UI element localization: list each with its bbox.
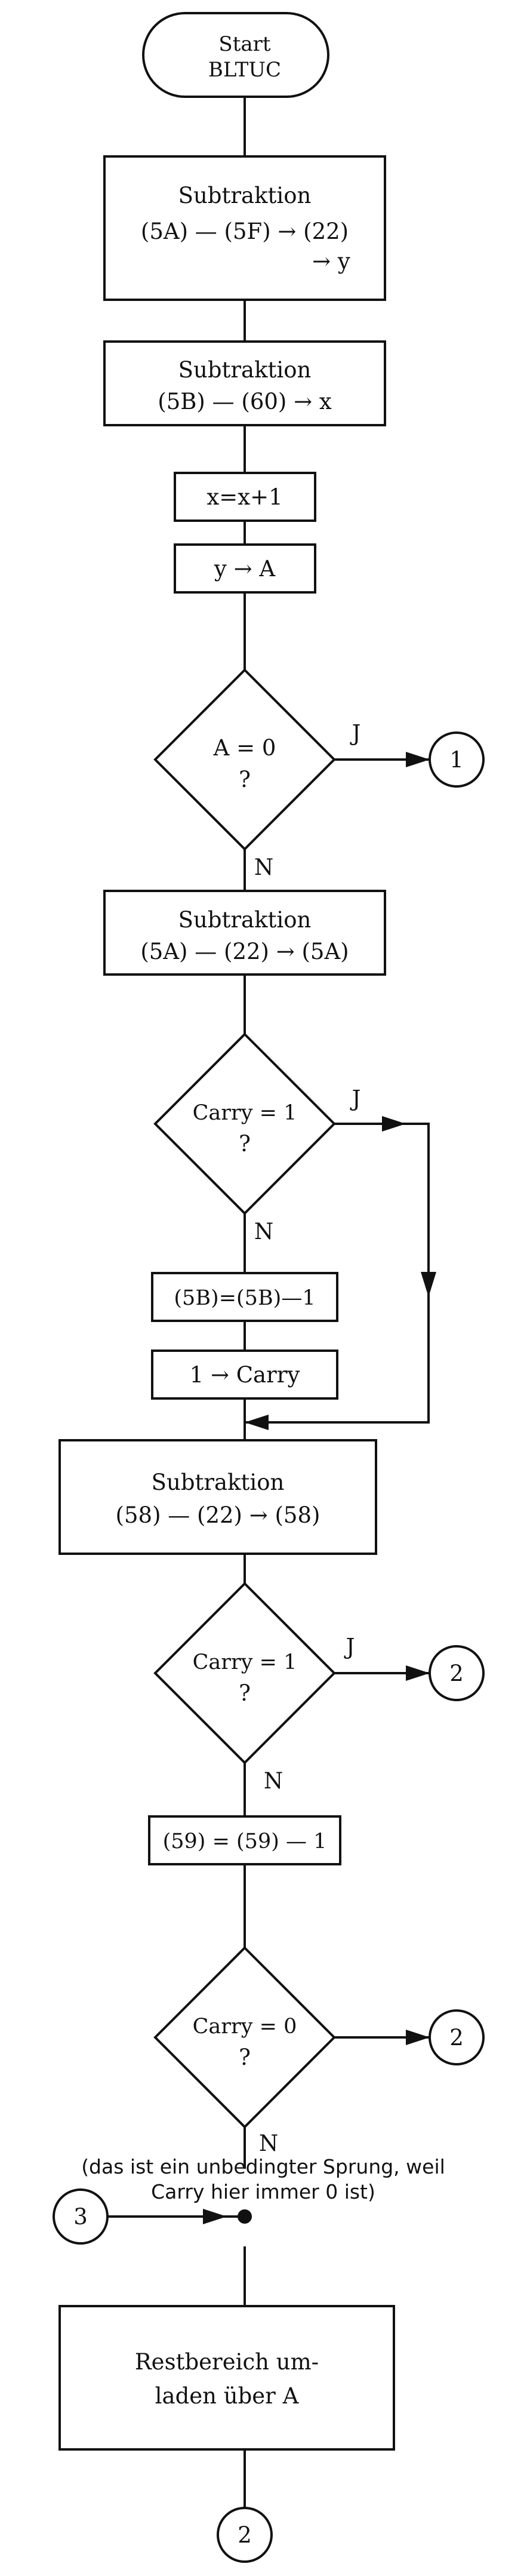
decision-1: A = 0 ? J N — [153, 668, 361, 880]
note-line1: (das ist ein unbedingter Sprung, weil — [81, 2155, 445, 2178]
box10-line2: laden über A — [155, 2383, 300, 2409]
connector-3: 3 — [53, 2188, 109, 2245]
connector-2c-label: 2 — [238, 2522, 252, 2548]
start-label-line1: Start — [218, 32, 270, 56]
arrowhead-connector3 — [203, 2209, 227, 2224]
arrowheads — [203, 752, 436, 2224]
decision1-yes-label: J — [350, 720, 361, 746]
note: (das ist ein unbedingter Sprung, weil Ca… — [81, 2155, 445, 2203]
connector-3-label: 3 — [73, 2204, 88, 2230]
decision-4: Carry = 0 ? N — [153, 1946, 336, 2156]
connector-2b: 2 — [429, 2009, 485, 2065]
arrowhead-bypass-merge — [245, 1415, 269, 1430]
process-box-5: Subtraktion (5A) — (22) → (5A) — [103, 890, 386, 976]
decision1-line2: ? — [239, 767, 251, 792]
box8-line1: Subtraktion — [152, 1470, 285, 1495]
box9-line1: (59) = (59) — 1 — [163, 1830, 327, 1853]
arrowhead-bypass-down — [421, 1272, 436, 1297]
box2-line2: (5B) — (60) → x — [158, 389, 332, 414]
decision-2: Carry = 1 ? J N — [153, 1032, 361, 1244]
decision4-line1: Carry = 0 — [193, 2015, 297, 2039]
decision3-yes-label: J — [344, 1634, 355, 1659]
box2-line1: Subtraktion — [178, 357, 312, 383]
connector-2b-label: 2 — [449, 2025, 464, 2051]
decision-3: Carry = 1 ? J N — [153, 1582, 355, 1794]
arrowhead-decision2-yes — [382, 1116, 406, 1132]
box8-line2: (58) — (22) → (58) — [116, 1502, 320, 1528]
decision4-line2: ? — [239, 2045, 251, 2070]
process-box-6: (5B)=(5B)—1 — [151, 1272, 338, 1322]
decision3-no-label: N — [264, 1768, 283, 1794]
box6-line1: (5B)=(5B)—1 — [174, 1286, 315, 1310]
box10-line1: Restbereich um- — [135, 2349, 319, 2375]
decision4-no-label: N — [259, 2131, 278, 2156]
decision2-yes-label: J — [350, 1086, 361, 1111]
process-box-4: y → A — [174, 543, 316, 594]
note-line2: Carry hier immer 0 ist) — [151, 2180, 375, 2203]
decision2-no-label: N — [254, 1219, 273, 1244]
process-box-2: Subtraktion (5B) — (60) → x — [103, 340, 386, 426]
process-box-3: x=x+1 — [174, 472, 316, 522]
decision2-line1: Carry = 1 — [193, 1101, 297, 1125]
decision3-line2: ? — [239, 1680, 251, 1706]
process-box-8: Subtraktion (58) — (22) → (58) — [58, 1439, 377, 1555]
decision2-line2: ? — [239, 1131, 251, 1157]
arrowhead-decision3-yes — [406, 1665, 430, 1681]
decision1-line1: A = 0 — [213, 735, 276, 761]
process-box-1: Subtraktion (5A) — (5F) → (22) → y — [103, 155, 386, 301]
connector-1: 1 — [429, 731, 485, 788]
box1-line3: → y — [312, 248, 350, 274]
decision1-no-label: N — [254, 854, 273, 880]
decision3-line1: Carry = 1 — [193, 1650, 297, 1674]
start-label-line2: BLTUC — [208, 58, 281, 82]
process-box-9: (59) = (59) — 1 — [148, 1815, 341, 1865]
box4-line1: y → A — [214, 556, 276, 582]
junction-dot — [238, 2209, 252, 2224]
box5-line2: (5A) — (22) → (5A) — [140, 939, 349, 964]
box1-line2: (5A) — (5F) → (22) — [141, 219, 349, 244]
box1-line1: Subtraktion — [178, 183, 312, 208]
process-box-10: Restbereich um- laden über A — [58, 2305, 395, 2451]
box5-line1: Subtraktion — [178, 907, 312, 933]
connector-2a: 2 — [429, 1645, 485, 1701]
process-box-7: 1 → Carry — [151, 1350, 338, 1400]
arrowhead-decision4-right — [406, 2030, 430, 2045]
connector-2c: 2 — [217, 2507, 273, 2563]
box7-line1: 1 → Carry — [190, 1362, 300, 1388]
start-terminal: Start BLTUC — [142, 12, 329, 98]
arrowhead-decision1-yes — [406, 752, 430, 767]
connector-1-label: 1 — [449, 747, 464, 773]
connector-2a-label: 2 — [449, 1661, 464, 1686]
box3-line1: x=x+1 — [207, 484, 282, 510]
